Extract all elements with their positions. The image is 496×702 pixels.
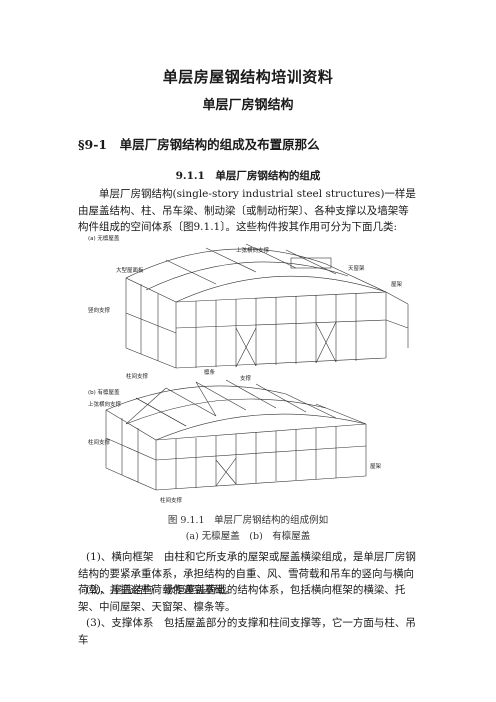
label-a-vertical-bracing: 竖向支撑 [88, 306, 111, 314]
label-a-roof-panel: 大型屋面板 [116, 266, 144, 274]
paragraph-roof: (2)、屋盖结构 承担屋盖荷载的结构体系，包括横向框架的横梁、托架、中间屋架、天… [78, 584, 406, 613]
label-a-monitor: 天窗架 [348, 264, 365, 272]
panel-a-label: (a) 无檩屋盖 [88, 234, 120, 242]
document-title: 单层房屋钢结构培训资料 [162, 68, 334, 86]
panel-a-drawing [125, 243, 409, 369]
label-b-bracing: 支撑 [240, 374, 252, 382]
paragraph-frame: (1)、横向框架 由柱和它所支承的屋架或屋盖横梁组成，是单层厂房钢结构的要紧承重… [78, 551, 416, 596]
label-b-column-bracing-left: 柱间支撑 [88, 438, 111, 446]
label-b-top-bracing: 上弦横向支撑 [88, 400, 122, 408]
label-b-purlin: 檩条 [204, 368, 216, 376]
panel-b-label: (b) 有檩屋盖 [88, 388, 120, 396]
panel-b-drawing [105, 379, 367, 491]
subsection-heading: 9.1.1 单层厂房钢结构的组成 [175, 170, 321, 182]
label-a-column-bracing: 柱间支撑 [126, 372, 149, 380]
label-b-column-bracing-bottom: 柱间支撑 [160, 496, 183, 504]
intro-paragraph: 单层厂房钢结构(single-story industrial steel st… [78, 188, 416, 233]
steel-structure-figure: (a) 无檩屋盖 上弦横向支撑 大型屋面板 天窗架 屋架 竖向支撑 柱间支撑 (… [88, 234, 409, 504]
figure-caption: 图 9.1.1 单层厂房钢结构的组成例如 [167, 515, 329, 526]
label-a-top-bracing: 上弦横向支撑 [236, 246, 270, 254]
section-heading: §9-1 单层厂房钢结构的组成及布置原那么 [78, 137, 320, 152]
paragraph-bracing: (3)、支撑体系 包括屋盖部分的支撑和柱间支撑等，它一方面与柱、吊车 [78, 617, 416, 646]
label-b-truss: 屋架 [370, 463, 382, 470]
document-subtitle: 单层厂房钢结构 [202, 98, 294, 113]
label-a-truss: 屋架 [391, 281, 403, 288]
figure-subcaption: (a) 无檩屋盖 (b) 有檩屋盖 [185, 531, 311, 542]
